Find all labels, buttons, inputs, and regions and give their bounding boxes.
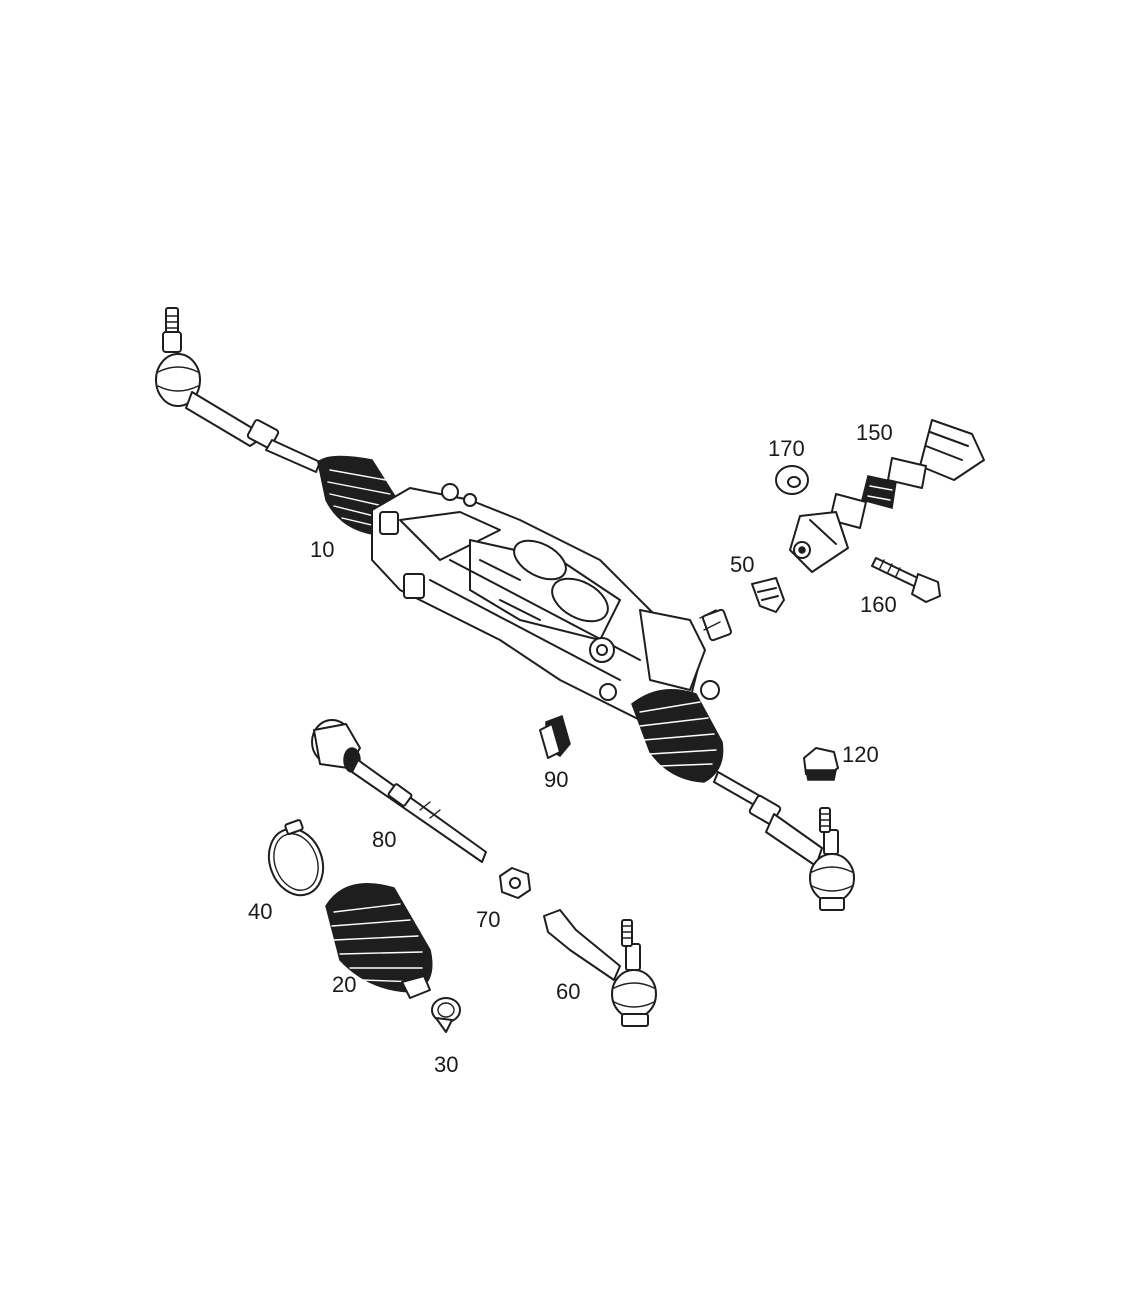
rack-housing [371, 483, 732, 721]
part-20-bellows-boot [325, 882, 433, 999]
label-40: 40 [248, 899, 272, 924]
part-70-nut [499, 867, 531, 899]
label-10: 10 [310, 537, 334, 562]
label-70: 70 [476, 907, 500, 932]
label-20: 20 [332, 972, 356, 997]
part-60-tie-rod-end [543, 909, 657, 1027]
part-120-nut [803, 747, 839, 781]
part-30-small-clamp [431, 997, 461, 1033]
part-labels: 10 170 150 50 160 90 120 80 40 70 20 60 … [248, 420, 897, 1077]
right-tie-rod-end [713, 771, 855, 911]
label-120: 120 [842, 742, 879, 767]
right-bellows [631, 689, 724, 783]
left-tie-rod-end [155, 307, 321, 473]
part-170-washer [775, 465, 809, 495]
part-10-steering-rack [155, 307, 855, 911]
label-30: 30 [434, 1052, 458, 1077]
part-40-clamp-ring [267, 819, 325, 897]
label-80: 80 [372, 827, 396, 852]
label-90: 90 [544, 767, 568, 792]
label-150: 150 [856, 420, 893, 445]
label-50: 50 [730, 552, 754, 577]
part-160-bolt [871, 557, 941, 603]
part-50-clip [751, 577, 785, 613]
label-60: 60 [556, 979, 580, 1004]
label-170: 170 [768, 436, 805, 461]
label-160: 160 [860, 592, 897, 617]
part-150-steering-coupling [789, 419, 985, 573]
part-80-inner-tie-rod [311, 719, 487, 863]
part-90-cap [539, 715, 571, 759]
